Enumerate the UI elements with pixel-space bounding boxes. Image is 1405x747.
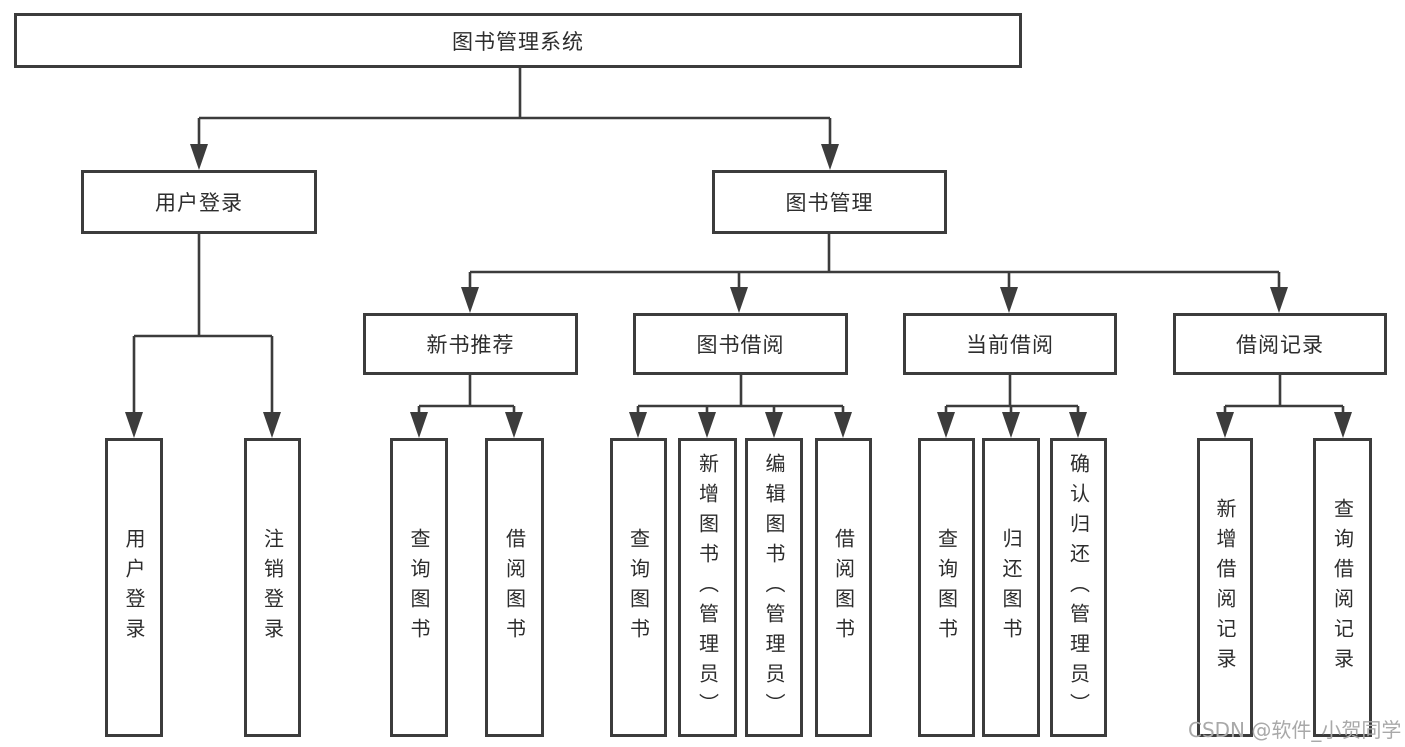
leaf-query-books-borrowing-label: 查询图书 xyxy=(626,527,651,648)
leaf-borrow-books: 借阅图书 xyxy=(815,438,872,737)
node-book-borrowing: 图书借阅 xyxy=(633,313,848,375)
leaf-borrow-books-recommend-label: 借阅图书 xyxy=(502,527,527,648)
leaf-confirm-return-admin: 确认归还（管理员） xyxy=(1050,438,1107,737)
leaf-query-borrow-record-label: 查询借阅记录 xyxy=(1330,497,1355,678)
node-borrow-records-label: 借阅记录 xyxy=(1236,333,1324,357)
leaf-add-books-admin: 新增图书（管理员） xyxy=(678,438,737,737)
node-user-login: 用户登录 xyxy=(81,170,317,234)
leaf-user-login: 用户登录 xyxy=(105,438,163,737)
node-book-borrowing-label: 图书借阅 xyxy=(696,333,785,357)
arrowheads xyxy=(125,144,1352,438)
leaf-query-books-recommend: 查询图书 xyxy=(390,438,448,737)
leaf-edit-books-admin: 编辑图书（管理员） xyxy=(745,438,803,737)
leaf-borrow-books-recommend: 借阅图书 xyxy=(485,438,544,737)
leaf-confirm-return-admin-label: 确认归还（管理员） xyxy=(1066,452,1091,723)
node-root: 图书管理系统 xyxy=(14,13,1022,68)
csdn-watermark: CSDN @软件_小贺同学 xyxy=(1188,718,1402,742)
leaf-edit-books-admin-label: 编辑图书（管理员） xyxy=(762,452,786,723)
node-current-borrowing: 当前借阅 xyxy=(903,313,1117,375)
node-borrow-records: 借阅记录 xyxy=(1173,313,1387,375)
leaf-user-login-label: 用户登录 xyxy=(122,527,146,648)
leaf-add-books-admin-label: 新增图书（管理员） xyxy=(695,452,720,723)
leaf-logout: 注销登录 xyxy=(244,438,301,737)
node-book-management-label: 图书管理 xyxy=(785,191,874,215)
node-new-book-recommend: 新书推荐 xyxy=(363,313,578,375)
node-new-book-recommend-label: 新书推荐 xyxy=(426,333,515,357)
node-root-label: 图书管理系统 xyxy=(452,29,584,54)
leaf-query-borrow-record: 查询借阅记录 xyxy=(1313,438,1372,737)
node-current-borrowing-label: 当前借阅 xyxy=(966,333,1054,357)
leaf-query-books-borrowing: 查询图书 xyxy=(610,438,667,737)
leaf-return-books-label: 归还图书 xyxy=(999,527,1023,648)
leaf-borrow-books-label: 借阅图书 xyxy=(831,527,856,648)
node-user-login-label: 用户登录 xyxy=(155,191,243,215)
leaf-logout-label: 注销登录 xyxy=(260,527,285,648)
leaf-return-books: 归还图书 xyxy=(982,438,1040,737)
leaf-query-books-current-label: 查询图书 xyxy=(934,527,959,648)
node-book-management: 图书管理 xyxy=(712,170,947,234)
leaf-query-books-current: 查询图书 xyxy=(918,438,975,737)
leaf-add-borrow-record-label: 新增借阅记录 xyxy=(1213,497,1237,678)
leaf-query-books-recommend-label: 查询图书 xyxy=(407,527,431,648)
leaf-add-borrow-record: 新增借阅记录 xyxy=(1197,438,1253,737)
